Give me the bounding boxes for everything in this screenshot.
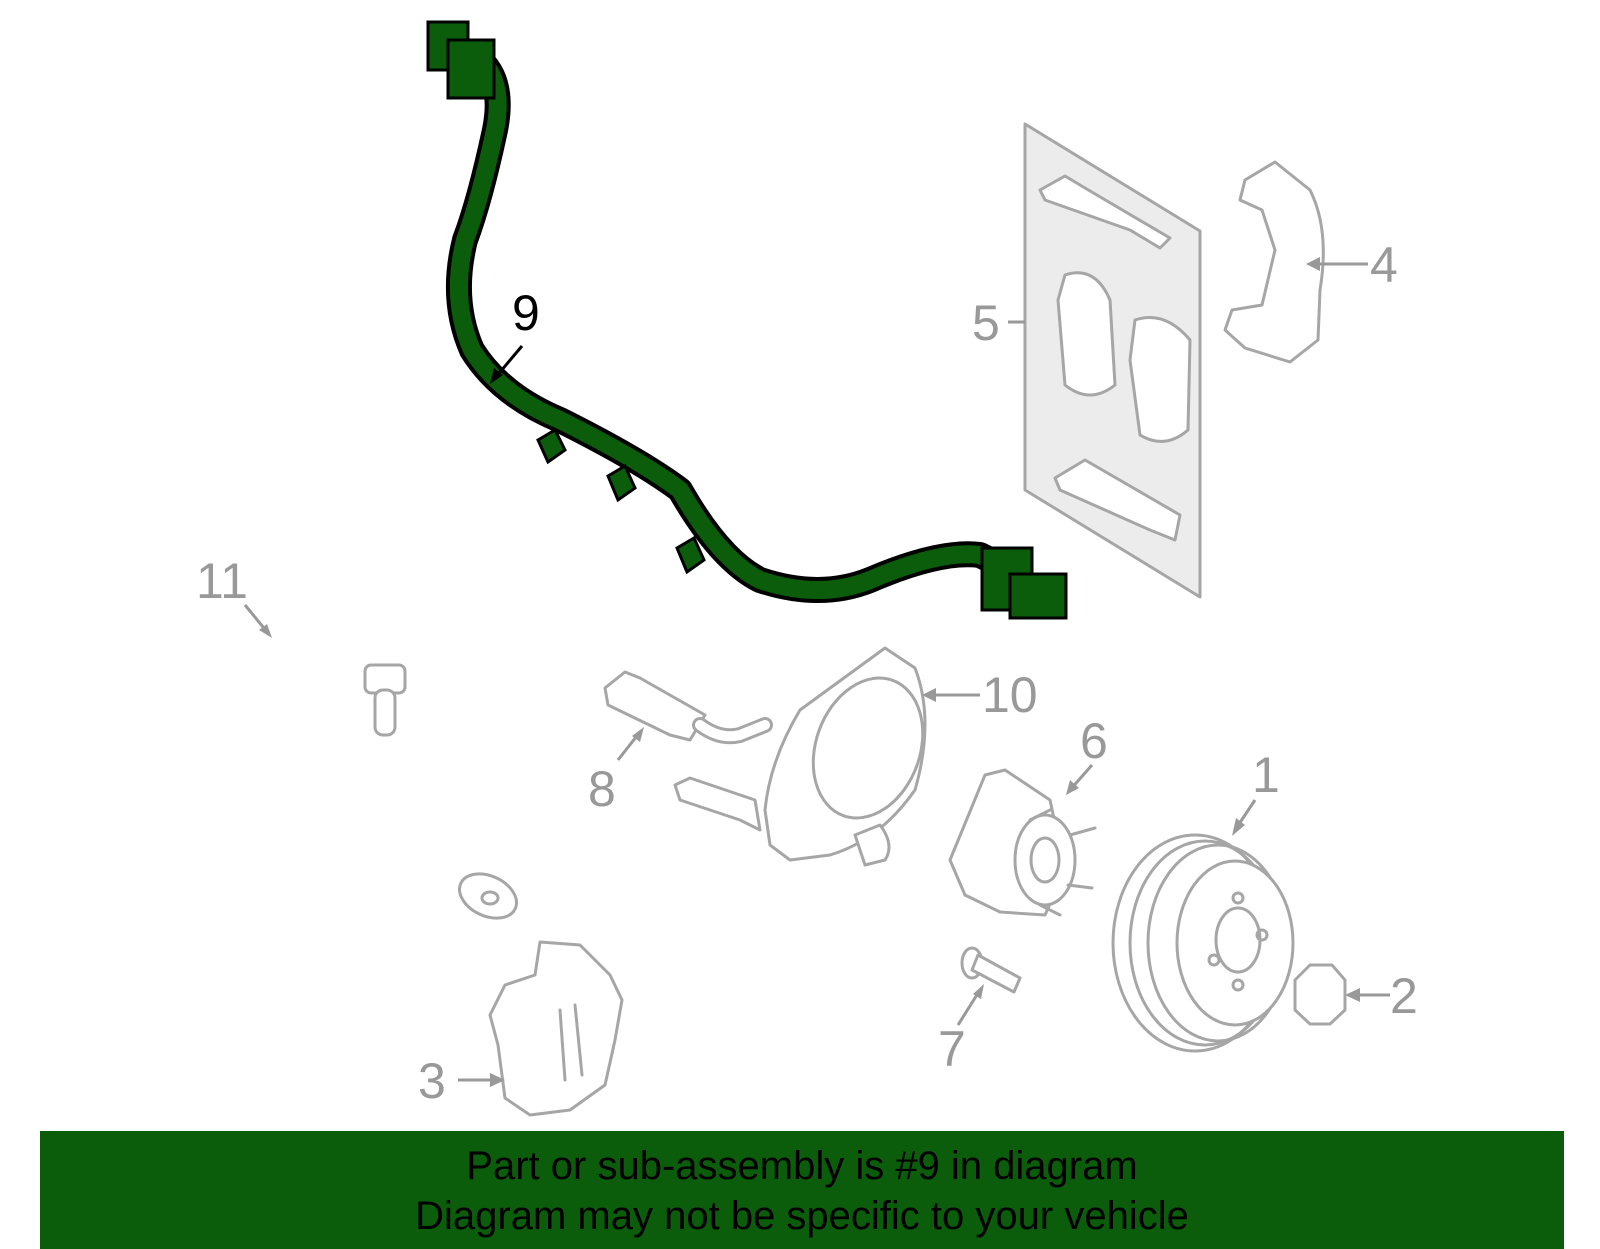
callout-10: 10 <box>982 667 1038 723</box>
part-9-wiring-harness <box>426 20 1068 620</box>
part-8-wheel-speed-sensor <box>603 670 773 745</box>
banner-line-disclaimer: Diagram may not be specific to your vehi… <box>415 1194 1189 1238</box>
part-11-brake-hose <box>239 605 518 920</box>
leader-lines <box>243 257 1390 1087</box>
callout-8: 8 <box>588 761 616 817</box>
callout-6: 6 <box>1080 713 1108 769</box>
part-4-caliper-bracket <box>1223 160 1325 364</box>
callout-2: 2 <box>1390 968 1418 1024</box>
callout-5: 5 <box>972 295 1000 351</box>
info-banner: Part or sub-assembly is #9 in diagram Di… <box>40 1131 1564 1249</box>
part-1-brake-rotor <box>1111 833 1295 1053</box>
callout-labels: 1 2 3 4 5 6 7 8 9 10 11 <box>196 237 1418 1109</box>
callout-7: 7 <box>938 1021 966 1077</box>
part-2-hub-nut <box>1293 963 1347 1026</box>
callout-3: 3 <box>418 1053 446 1109</box>
callout-9: 9 <box>512 285 540 341</box>
part-7-bolt <box>960 946 1022 994</box>
part-3-brake-caliper <box>488 940 624 1117</box>
callout-1: 1 <box>1252 747 1280 803</box>
callout-4: 4 <box>1370 237 1398 293</box>
callout-11: 11 <box>196 553 248 609</box>
banner-line-part: Part or sub-assembly is #9 in diagram <box>466 1144 1138 1188</box>
part-6-hub-bearing <box>948 768 1097 917</box>
part-5-brake-pad-kit <box>1023 122 1202 599</box>
part-10-knuckle-shield <box>673 646 927 867</box>
